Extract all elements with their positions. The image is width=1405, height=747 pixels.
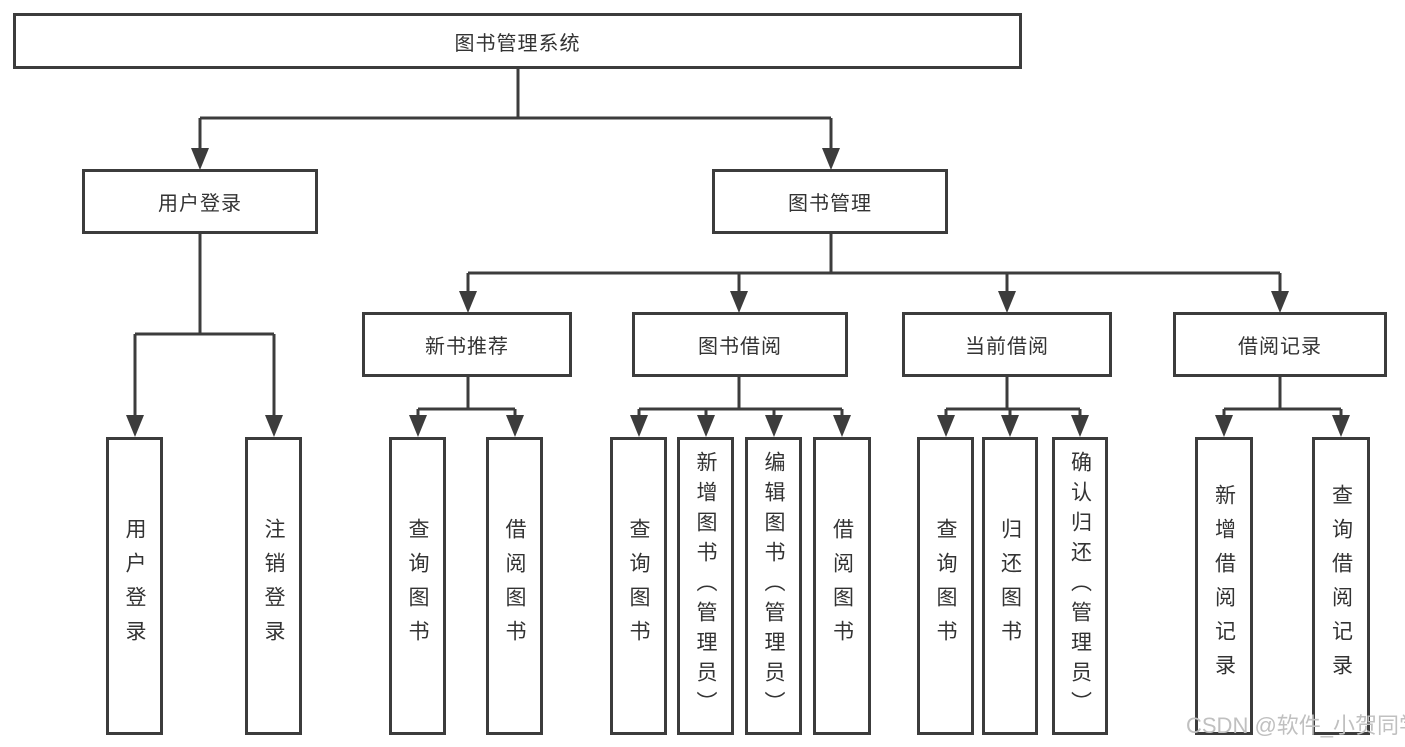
leaf-label: 注销登录 bbox=[262, 518, 285, 654]
leaf-label: 新增借阅记录 bbox=[1212, 484, 1236, 688]
connector-book-management-to-level3 bbox=[466, 234, 1282, 293]
leaf-label: 用户登录 bbox=[123, 518, 146, 654]
leaf-query-books-recommend: 查询图书 bbox=[389, 437, 446, 735]
connector-book-borrow-to-leaves bbox=[637, 377, 844, 418]
arrowhead-group bbox=[126, 148, 1350, 437]
arrowhead-icon bbox=[506, 415, 524, 437]
leaf-edit-book-admin: 编辑图书（管理员） bbox=[745, 437, 802, 735]
leaf-label: 归还图书 bbox=[998, 518, 1022, 654]
leaf-add-book-admin: 新增图书（管理员） bbox=[677, 437, 734, 735]
leaf-query-borrow-record: 查询借阅记录 bbox=[1312, 437, 1370, 735]
arrowhead-icon bbox=[191, 148, 209, 170]
node-current-borrowing: 当前借阅 bbox=[902, 312, 1112, 377]
node-book-management: 图书管理 bbox=[712, 169, 948, 234]
arrowhead-icon bbox=[126, 415, 144, 437]
leaf-return-books: 归还图书 bbox=[982, 437, 1038, 735]
leaf-label: 借阅图书 bbox=[830, 518, 854, 654]
arrowhead-icon bbox=[1001, 415, 1019, 437]
leaf-label: 查询借阅记录 bbox=[1329, 484, 1353, 688]
leaf-query-books-current: 查询图书 bbox=[917, 437, 974, 735]
arrowhead-icon bbox=[1071, 415, 1089, 437]
node-borrowing-records: 借阅记录 bbox=[1173, 312, 1387, 377]
leaf-label: 查询图书 bbox=[934, 518, 957, 654]
arrowhead-icon bbox=[459, 291, 477, 313]
node-library-management-system: 图书管理系统 bbox=[13, 13, 1022, 69]
leaf-label: 新增图书（管理员） bbox=[694, 451, 717, 721]
leaf-label: 确认归还（管理员） bbox=[1068, 451, 1092, 721]
connector-user-login-to-leaves bbox=[133, 234, 276, 417]
arrowhead-icon bbox=[998, 291, 1016, 313]
arrowhead-icon bbox=[697, 415, 715, 437]
node-book-borrowing: 图书借阅 bbox=[632, 312, 848, 377]
connector-current-borrow-to-leaves bbox=[944, 377, 1082, 418]
connector-borrow-records-to-leaves bbox=[1222, 377, 1343, 418]
arrowhead-icon bbox=[630, 415, 648, 437]
leaf-borrow-books-recommend: 借阅图书 bbox=[486, 437, 543, 735]
arrowhead-icon bbox=[822, 148, 840, 170]
arrowhead-icon bbox=[833, 415, 851, 437]
arrowhead-icon bbox=[1215, 415, 1233, 437]
arrowhead-icon bbox=[730, 291, 748, 313]
node-new-book-recommendation: 新书推荐 bbox=[362, 312, 572, 377]
leaf-query-books-borrowing: 查询图书 bbox=[610, 437, 667, 735]
arrowhead-icon bbox=[765, 415, 783, 437]
leaf-label: 借阅图书 bbox=[503, 518, 526, 654]
arrowhead-icon bbox=[1332, 415, 1350, 437]
leaf-logout: 注销登录 bbox=[245, 437, 302, 735]
leaf-confirm-return-admin: 确认归还（管理员） bbox=[1052, 437, 1108, 735]
arrowhead-icon bbox=[1271, 291, 1289, 313]
arrowhead-icon bbox=[409, 415, 427, 437]
leaf-label: 编辑图书（管理员） bbox=[762, 451, 785, 721]
node-user-login: 用户登录 bbox=[82, 169, 318, 234]
leaf-user-login: 用户登录 bbox=[106, 437, 163, 735]
leaf-label: 查询图书 bbox=[406, 518, 429, 654]
arrowhead-icon bbox=[265, 415, 283, 437]
leaf-borrow-books-borrowing: 借阅图书 bbox=[813, 437, 871, 735]
connector-new-book-to-leaves bbox=[416, 377, 517, 418]
arrowhead-icon bbox=[937, 415, 955, 437]
csdn-watermark: CSDN @软件_小贺同学 bbox=[1186, 713, 1405, 738]
connector-root-to-level2 bbox=[198, 68, 833, 150]
leaf-label: 查询图书 bbox=[627, 518, 650, 654]
leaf-add-borrow-record: 新增借阅记录 bbox=[1195, 437, 1253, 735]
